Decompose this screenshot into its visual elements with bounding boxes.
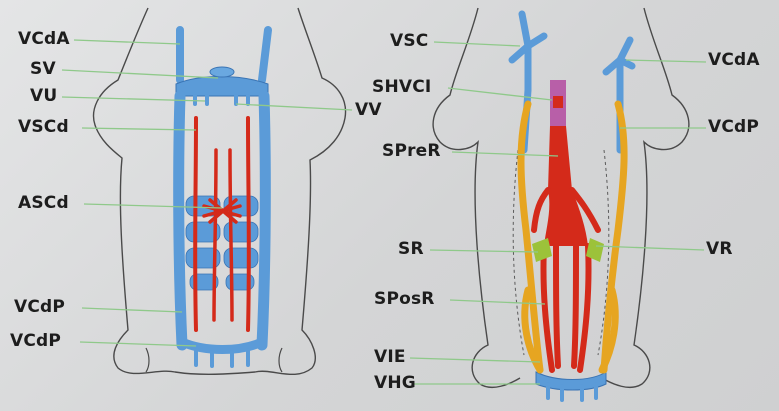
left-vitelline-heart [210,67,234,77]
right-vsc-vessels [512,14,632,90]
label-right-vie: VIE [374,347,406,367]
label-right-sr: SR [398,239,424,259]
left-red-inner-veins [214,150,232,320]
label-right-vcda: VCdA [708,50,760,70]
leader-right-vcda [626,60,706,62]
leader-left-vcda [74,40,180,44]
leader-right-sr [430,250,538,252]
left-embryo-outline [94,8,346,374]
leader-left-vv [236,104,352,110]
left-cardinal-system [176,30,268,366]
label-left-vv: VV [355,100,382,120]
label-right-sprer: SPreR [382,141,441,161]
label-right-shvci: SHVCI [372,77,431,97]
label-left-vcdp-lower: VCdP [10,331,61,351]
left-embryo [94,8,346,374]
right-ivc-upper [553,96,563,108]
left-sinus-venosus [176,77,268,97]
left-cardinal-veins [179,96,266,345]
label-right-vhg: VHG [374,373,416,393]
left-umbilical-vitelline-stubs [195,96,248,104]
leader-left-vcdp-upper [82,308,182,312]
label-right-vr: VR [706,239,733,259]
leader-right-sprer [452,152,558,156]
label-right-vcdp: VCdP [708,117,759,137]
label-left-sv: SV [30,59,56,79]
label-right-sposr: SPosR [374,289,435,309]
label-left-vcdp-upper: VCdP [14,297,65,317]
label-left-vcda: VCdA [18,29,70,49]
label-left-vu: VU [30,86,57,106]
leader-right-vie [410,358,540,362]
label-left-ascd: ASCd [18,193,69,213]
label-left-vscd: VSCd [18,117,69,137]
right-prerenal-segment [544,126,588,246]
leader-left-sv [62,70,218,78]
leader-right-vsc [434,42,520,46]
leader-right-shvci [448,88,552,100]
label-right-vsc: VSC [390,31,428,51]
